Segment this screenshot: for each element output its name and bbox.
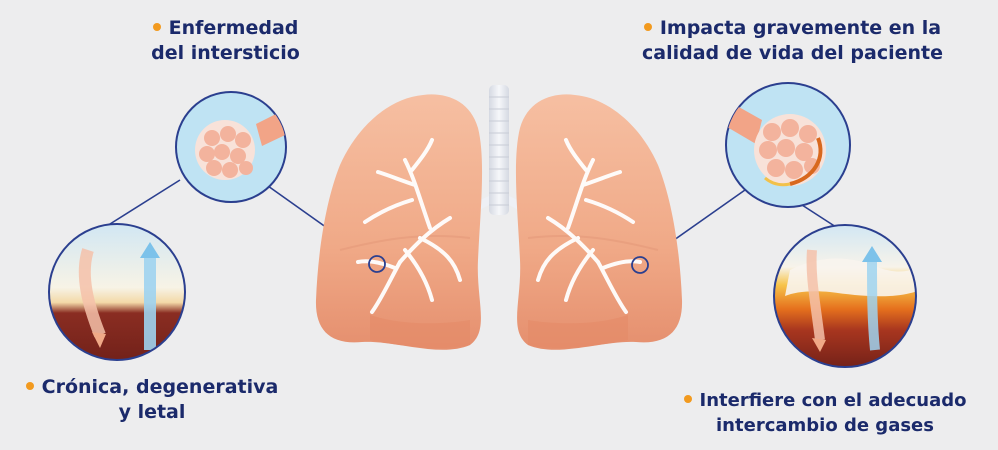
- label-top-left: Enfermedad del intersticio: [118, 16, 333, 66]
- label-top-right-line1: Impacta gravemente en la: [660, 17, 941, 39]
- label-top-right-line2: calidad de vida del paciente: [600, 41, 985, 66]
- gas-exchange-impaired-icon: [770, 222, 930, 372]
- alveoli-damaged-icon: [722, 83, 850, 207]
- bullet-icon: [153, 23, 161, 31]
- connector-line: [110, 180, 180, 224]
- bullet-icon: [644, 23, 652, 31]
- label-bottom-right-line2: intercambio de gases: [652, 413, 998, 438]
- connector-line: [802, 205, 836, 227]
- label-top-left-line2: del intersticio: [118, 41, 333, 66]
- label-bottom-left-line2: y letal: [6, 400, 298, 425]
- left-lung: [316, 94, 482, 349]
- label-top-left-line1: Enfermedad: [169, 17, 299, 39]
- bullet-icon: [684, 395, 692, 403]
- label-top-right: Impacta gravemente en la calidad de vida…: [600, 16, 985, 66]
- label-bottom-left-line1: Crónica, degenerativa: [42, 376, 279, 398]
- alveoli-healthy-icon: [176, 92, 300, 202]
- gas-exchange-normal-icon: [40, 220, 200, 370]
- label-bottom-right: Interfiere con el adecuado intercambio d…: [652, 388, 998, 438]
- label-bottom-right-line1: Interfiere con el adecuado: [700, 390, 967, 411]
- bullet-icon: [26, 382, 34, 390]
- label-bottom-left: Crónica, degenerativa y letal: [6, 375, 298, 425]
- right-lung: [516, 94, 682, 349]
